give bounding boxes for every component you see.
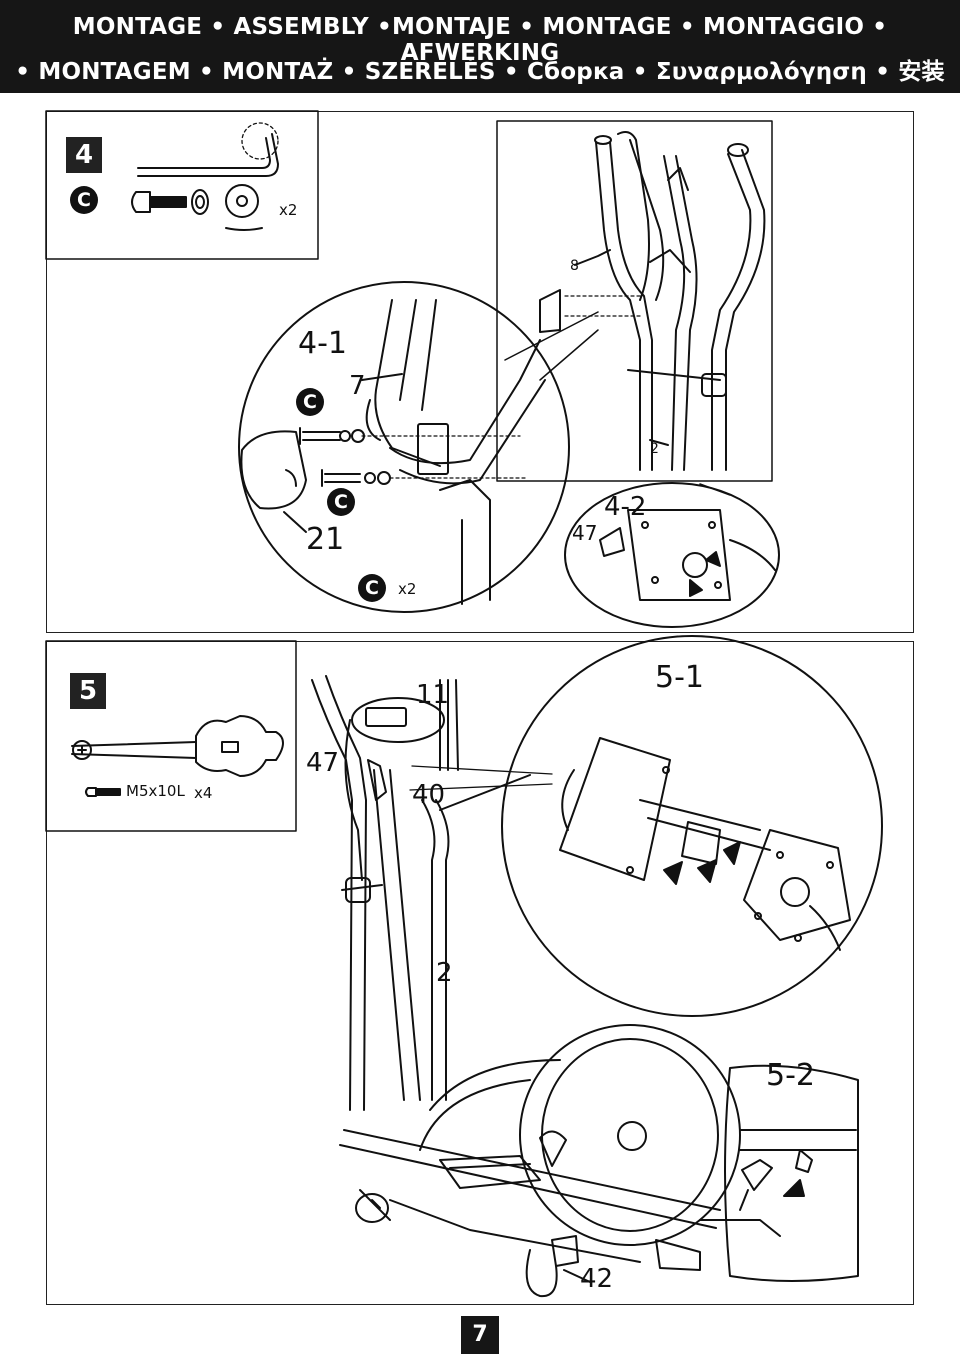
- step-4-main-drawing: [539, 131, 766, 471]
- detail-5-2-outline: [724, 1064, 859, 1282]
- screw-icon: [85, 787, 121, 797]
- step-5-main-drawing: [311, 675, 781, 1298]
- step-4-number-badge: 4: [66, 137, 102, 173]
- detail-5-1-drawing: [559, 737, 851, 951]
- part-7-label: 7: [349, 371, 366, 401]
- screw-spec-label: M5x10L: [126, 782, 185, 800]
- detail-4-1-drawing: [240, 299, 546, 605]
- part-11-label: 11: [416, 680, 450, 710]
- bolt-icon: [131, 191, 187, 213]
- hardware-qty-label: x2: [279, 201, 298, 219]
- step-5-hardware-box: [45, 640, 297, 832]
- screw-qty-label: x4: [194, 784, 213, 802]
- screwdriver-icon: [71, 715, 284, 777]
- detail-4-2-circle: [564, 482, 780, 628]
- part-2-label-step4: 2: [650, 441, 659, 457]
- detail-4-1-title: 4-1: [298, 326, 347, 361]
- header-banner: MONTAGE • ASSEMBLY •MONTAJE • MONTAGE • …: [0, 0, 960, 93]
- step-5-number-badge: 5: [70, 673, 106, 709]
- detail-4-1-c-badge-qty: C: [358, 574, 386, 602]
- step-5-panel: [46, 641, 914, 1305]
- header-title-line2: • MONTAGEM • MONTAŻ • SZERELÉS • Сборка …: [15, 59, 945, 85]
- part-47-label-step5: 47: [306, 748, 340, 778]
- detail-5-2-title: 5-2: [766, 1058, 815, 1093]
- detail-4-2-drawing: [599, 509, 776, 601]
- step-4-panel: [46, 111, 914, 633]
- flat-washer-icon: [225, 184, 263, 231]
- part-42-label: 42: [580, 1264, 614, 1294]
- detail-4-1-c-badge-top: C: [296, 388, 324, 416]
- step-4-main-view-box: [496, 120, 773, 482]
- part-2-label-step5: 2: [436, 958, 453, 988]
- detail-4-1-qty-label: x2: [398, 580, 417, 598]
- page-number-badge: 7: [461, 1316, 499, 1354]
- spring-washer-icon: [191, 189, 209, 215]
- detail-5-1-title: 5-1: [655, 660, 704, 695]
- part-8-label: 8: [570, 258, 579, 274]
- detail-4-1-circle: [238, 281, 570, 613]
- part-40-label: 40: [412, 780, 446, 810]
- detail-5-1-circle: [501, 635, 883, 1017]
- detail-5-2-drawing: [739, 1129, 857, 1211]
- header-title-line1: MONTAGE • ASSEMBLY •MONTAJE • MONTAGE • …: [72, 14, 888, 66]
- step-4-hardware-box: [45, 110, 319, 260]
- part-47-label-step4: 47: [572, 521, 598, 545]
- allen-key-icon: [137, 122, 279, 177]
- detail-4-1-c-badge-bottom: C: [327, 488, 355, 516]
- hardware-c-badge: C: [70, 186, 98, 214]
- part-21-label: 21: [306, 522, 345, 557]
- detail-4-2-title: 4-2: [604, 492, 647, 522]
